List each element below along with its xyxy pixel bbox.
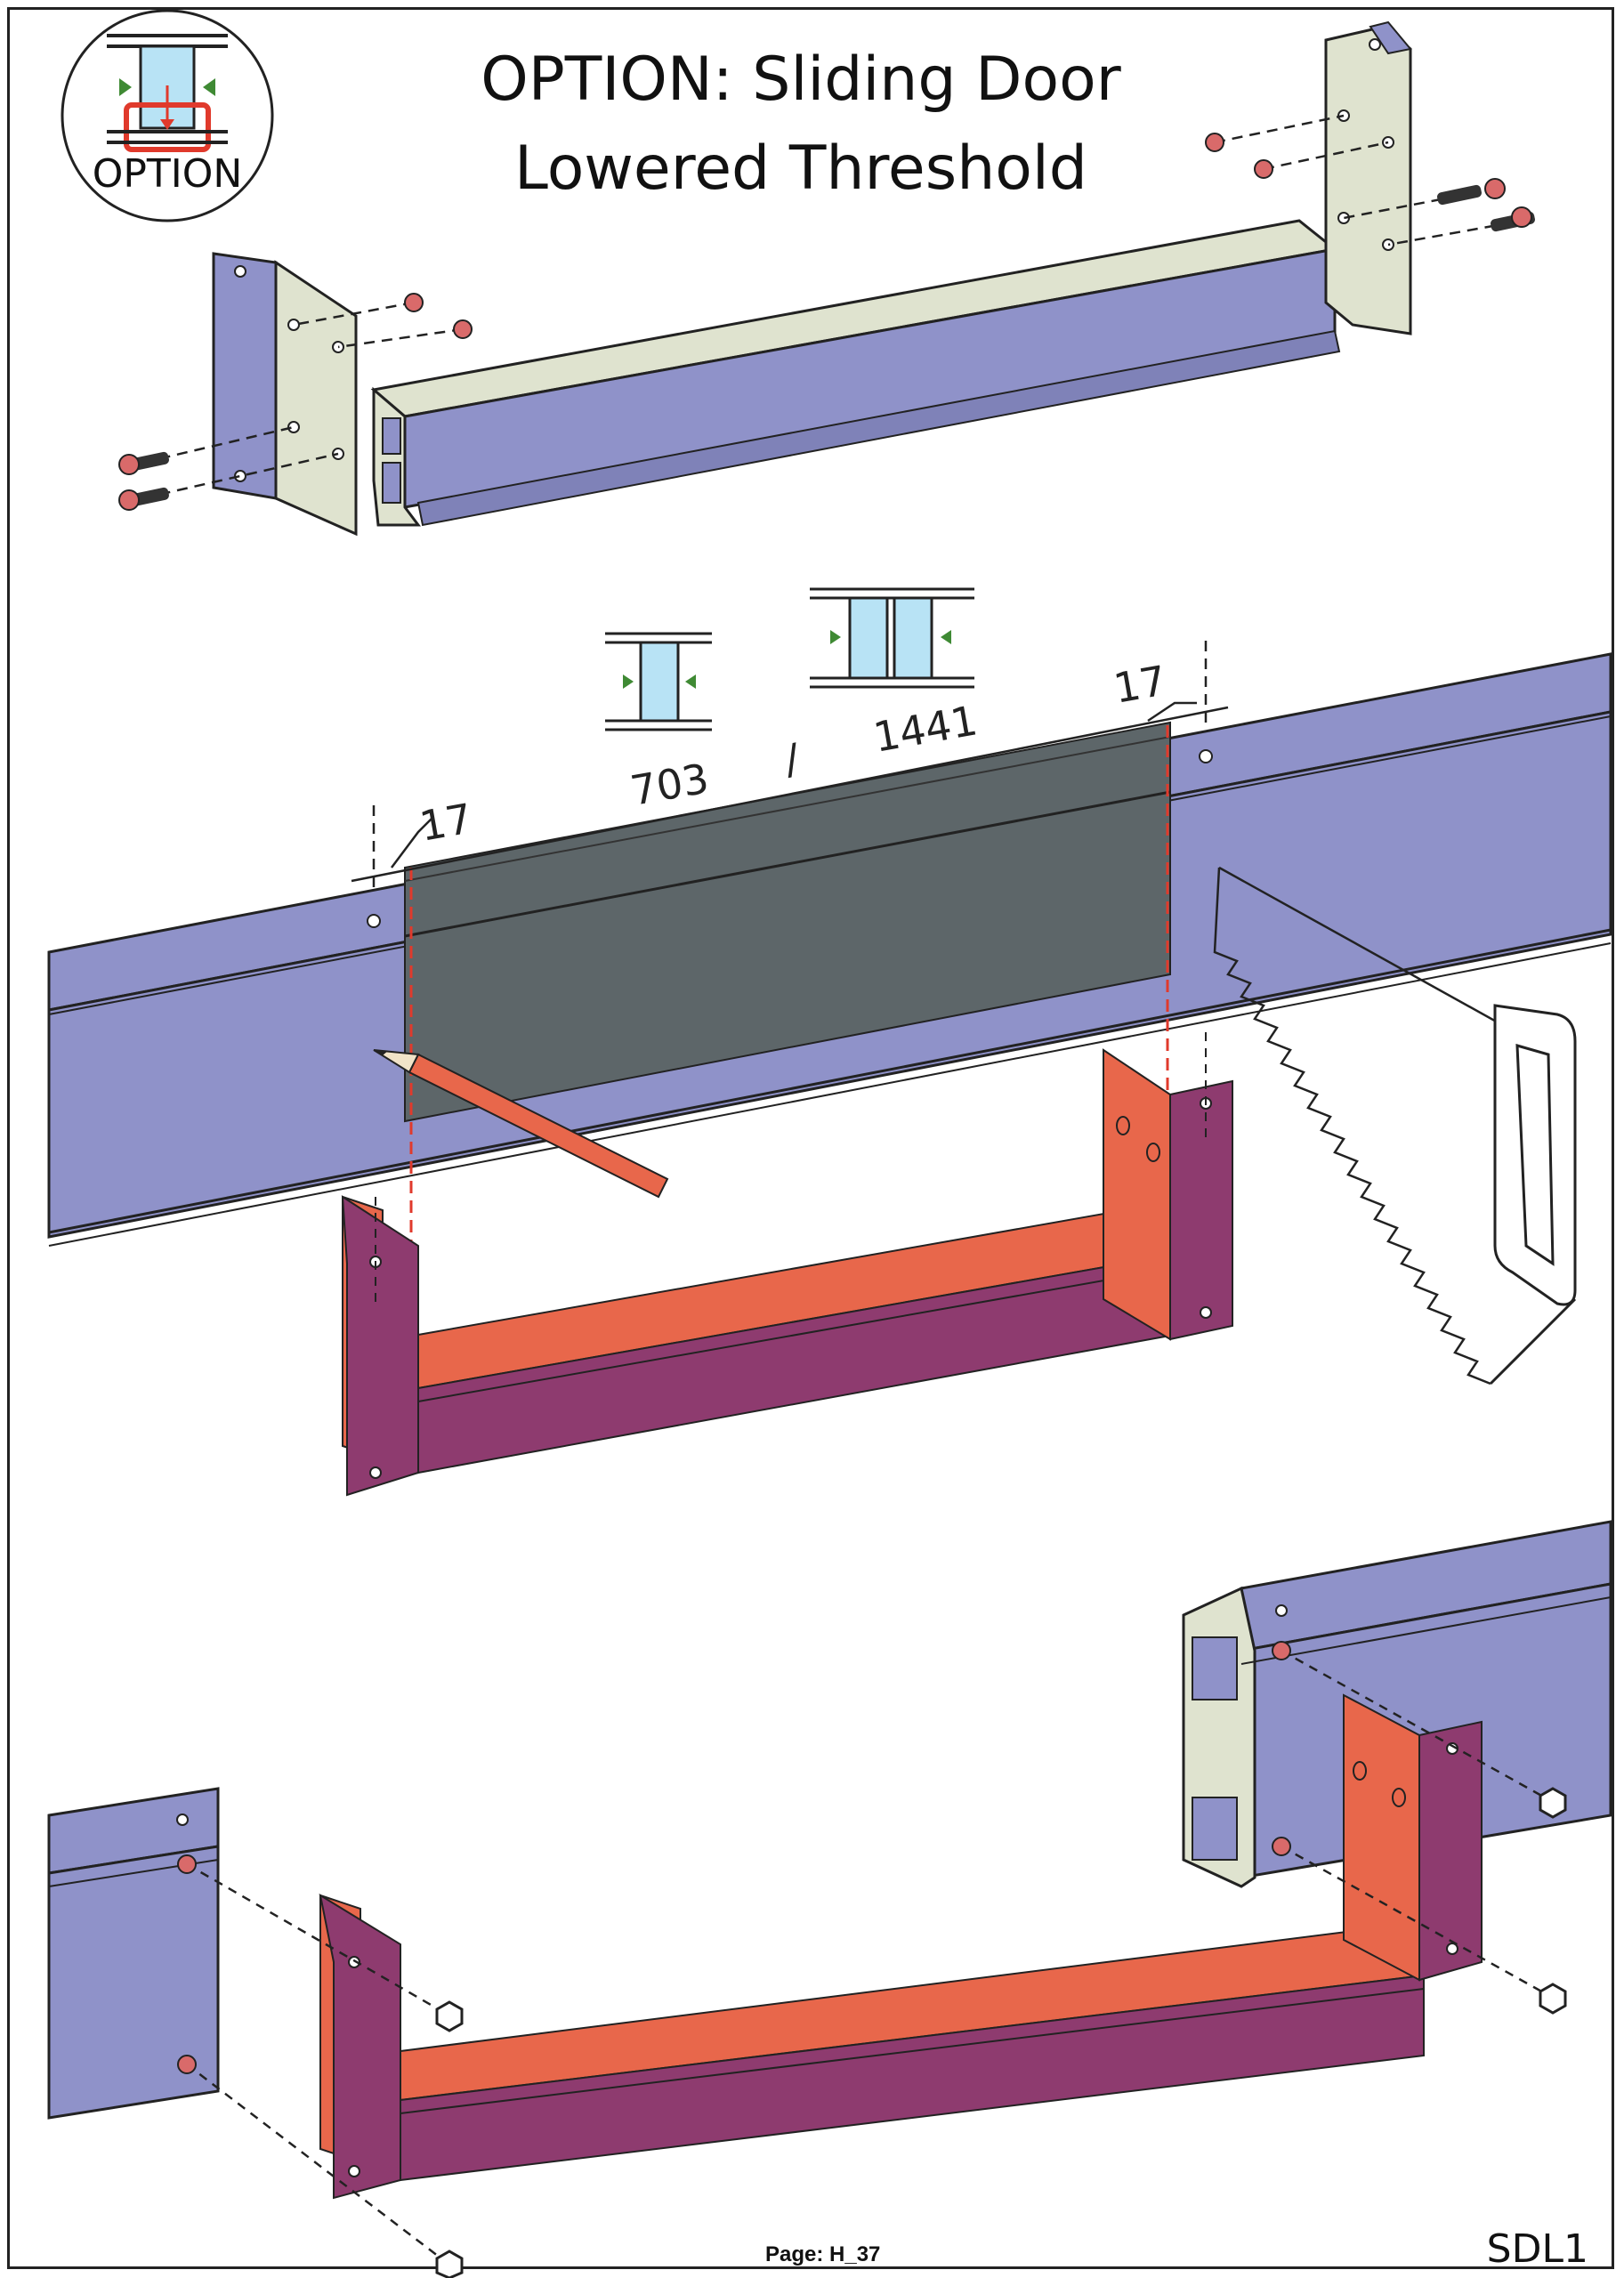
title-line-2: Lowered Threshold [514,133,1087,204]
page-number: Page: H_37 [765,2242,881,2266]
pencil-icon [373,1049,669,1199]
bottom-threshold-bracket [319,1693,1483,2200]
bottom-nut-icons [177,1641,1567,2278]
bottom-fastener-lines [186,1649,1554,2266]
drawing-code: SDL1 [1486,2226,1588,2272]
right-end-plate [1324,20,1412,335]
dim-separator: / [781,734,804,784]
bottom-left-profile [47,1787,220,2120]
left-end-plate [212,252,358,537]
mounting-holes [367,749,1213,928]
dim-left-offset: 17 [416,794,476,850]
dim-single-door: 703 [627,754,713,814]
middle-threshold-bracket [341,1032,1233,1497]
option-badge-label: OPTION [92,151,243,197]
title-line-1: OPTION: Sliding Door [481,44,1121,115]
saw-icon [1213,866,1577,1385]
fastener-icons [118,133,1535,511]
cut-lines [409,725,1169,1246]
dim-double-door: 1441 [870,696,982,762]
page-border [7,7,1614,2269]
page-title: OPTION: Sliding Door Lowered Threshold [427,36,1175,214]
option-badge-icon [61,9,274,222]
dimension-lines [351,641,1229,890]
cut-section-highlight [404,721,1171,1123]
dim-right-offset: 17 [1111,656,1170,712]
single-door-icon [605,632,712,731]
top-track-profile [370,219,1341,527]
double-door-icon [810,587,974,689]
